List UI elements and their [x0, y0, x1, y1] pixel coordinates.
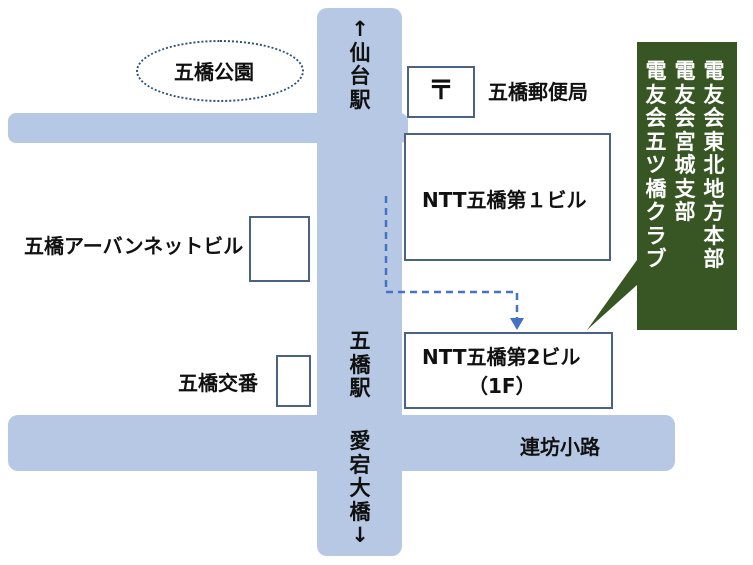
callout-shape: [587, 42, 737, 330]
ntt1-label: NTT五橋第１ビル: [422, 188, 587, 212]
ntt2-label-line1: NTT五橋第2ビル: [422, 345, 581, 369]
post-office-box: [407, 66, 475, 118]
ntt1-building: [404, 133, 611, 261]
east-road-label: 連坊小路: [520, 435, 600, 459]
urban-net-building: [249, 216, 310, 282]
upper-east-west-road: [8, 113, 408, 143]
lower-east-west-road: [8, 415, 675, 471]
post-office-label: 五橋郵便局: [488, 80, 588, 104]
callout-line-1: 電友会東北地方本部: [703, 59, 725, 272]
route-dashed-line: [384, 196, 519, 318]
koban-label: 五橋交番: [178, 371, 258, 395]
park-ellipse: [136, 40, 304, 102]
north-label: ↑仙台駅: [349, 17, 371, 112]
callout-line-3: 電友会五ツ橋クラブ: [645, 59, 667, 272]
route-arrowhead: [510, 318, 524, 330]
park-label: 五橋公園: [174, 60, 254, 84]
koban-building: [276, 355, 311, 407]
south-label: 愛宕大橋↓: [349, 429, 371, 548]
station-label: 五橋駅: [349, 329, 371, 401]
ntt2-building: [404, 332, 613, 409]
callout-line-2: 電友会宮城支部: [674, 59, 696, 225]
ntt2-label-line2: （1F）: [468, 374, 536, 398]
post-mark-icon: 〒: [428, 76, 455, 106]
urban-net-label: 五橋アーバンネットビル: [24, 234, 244, 258]
